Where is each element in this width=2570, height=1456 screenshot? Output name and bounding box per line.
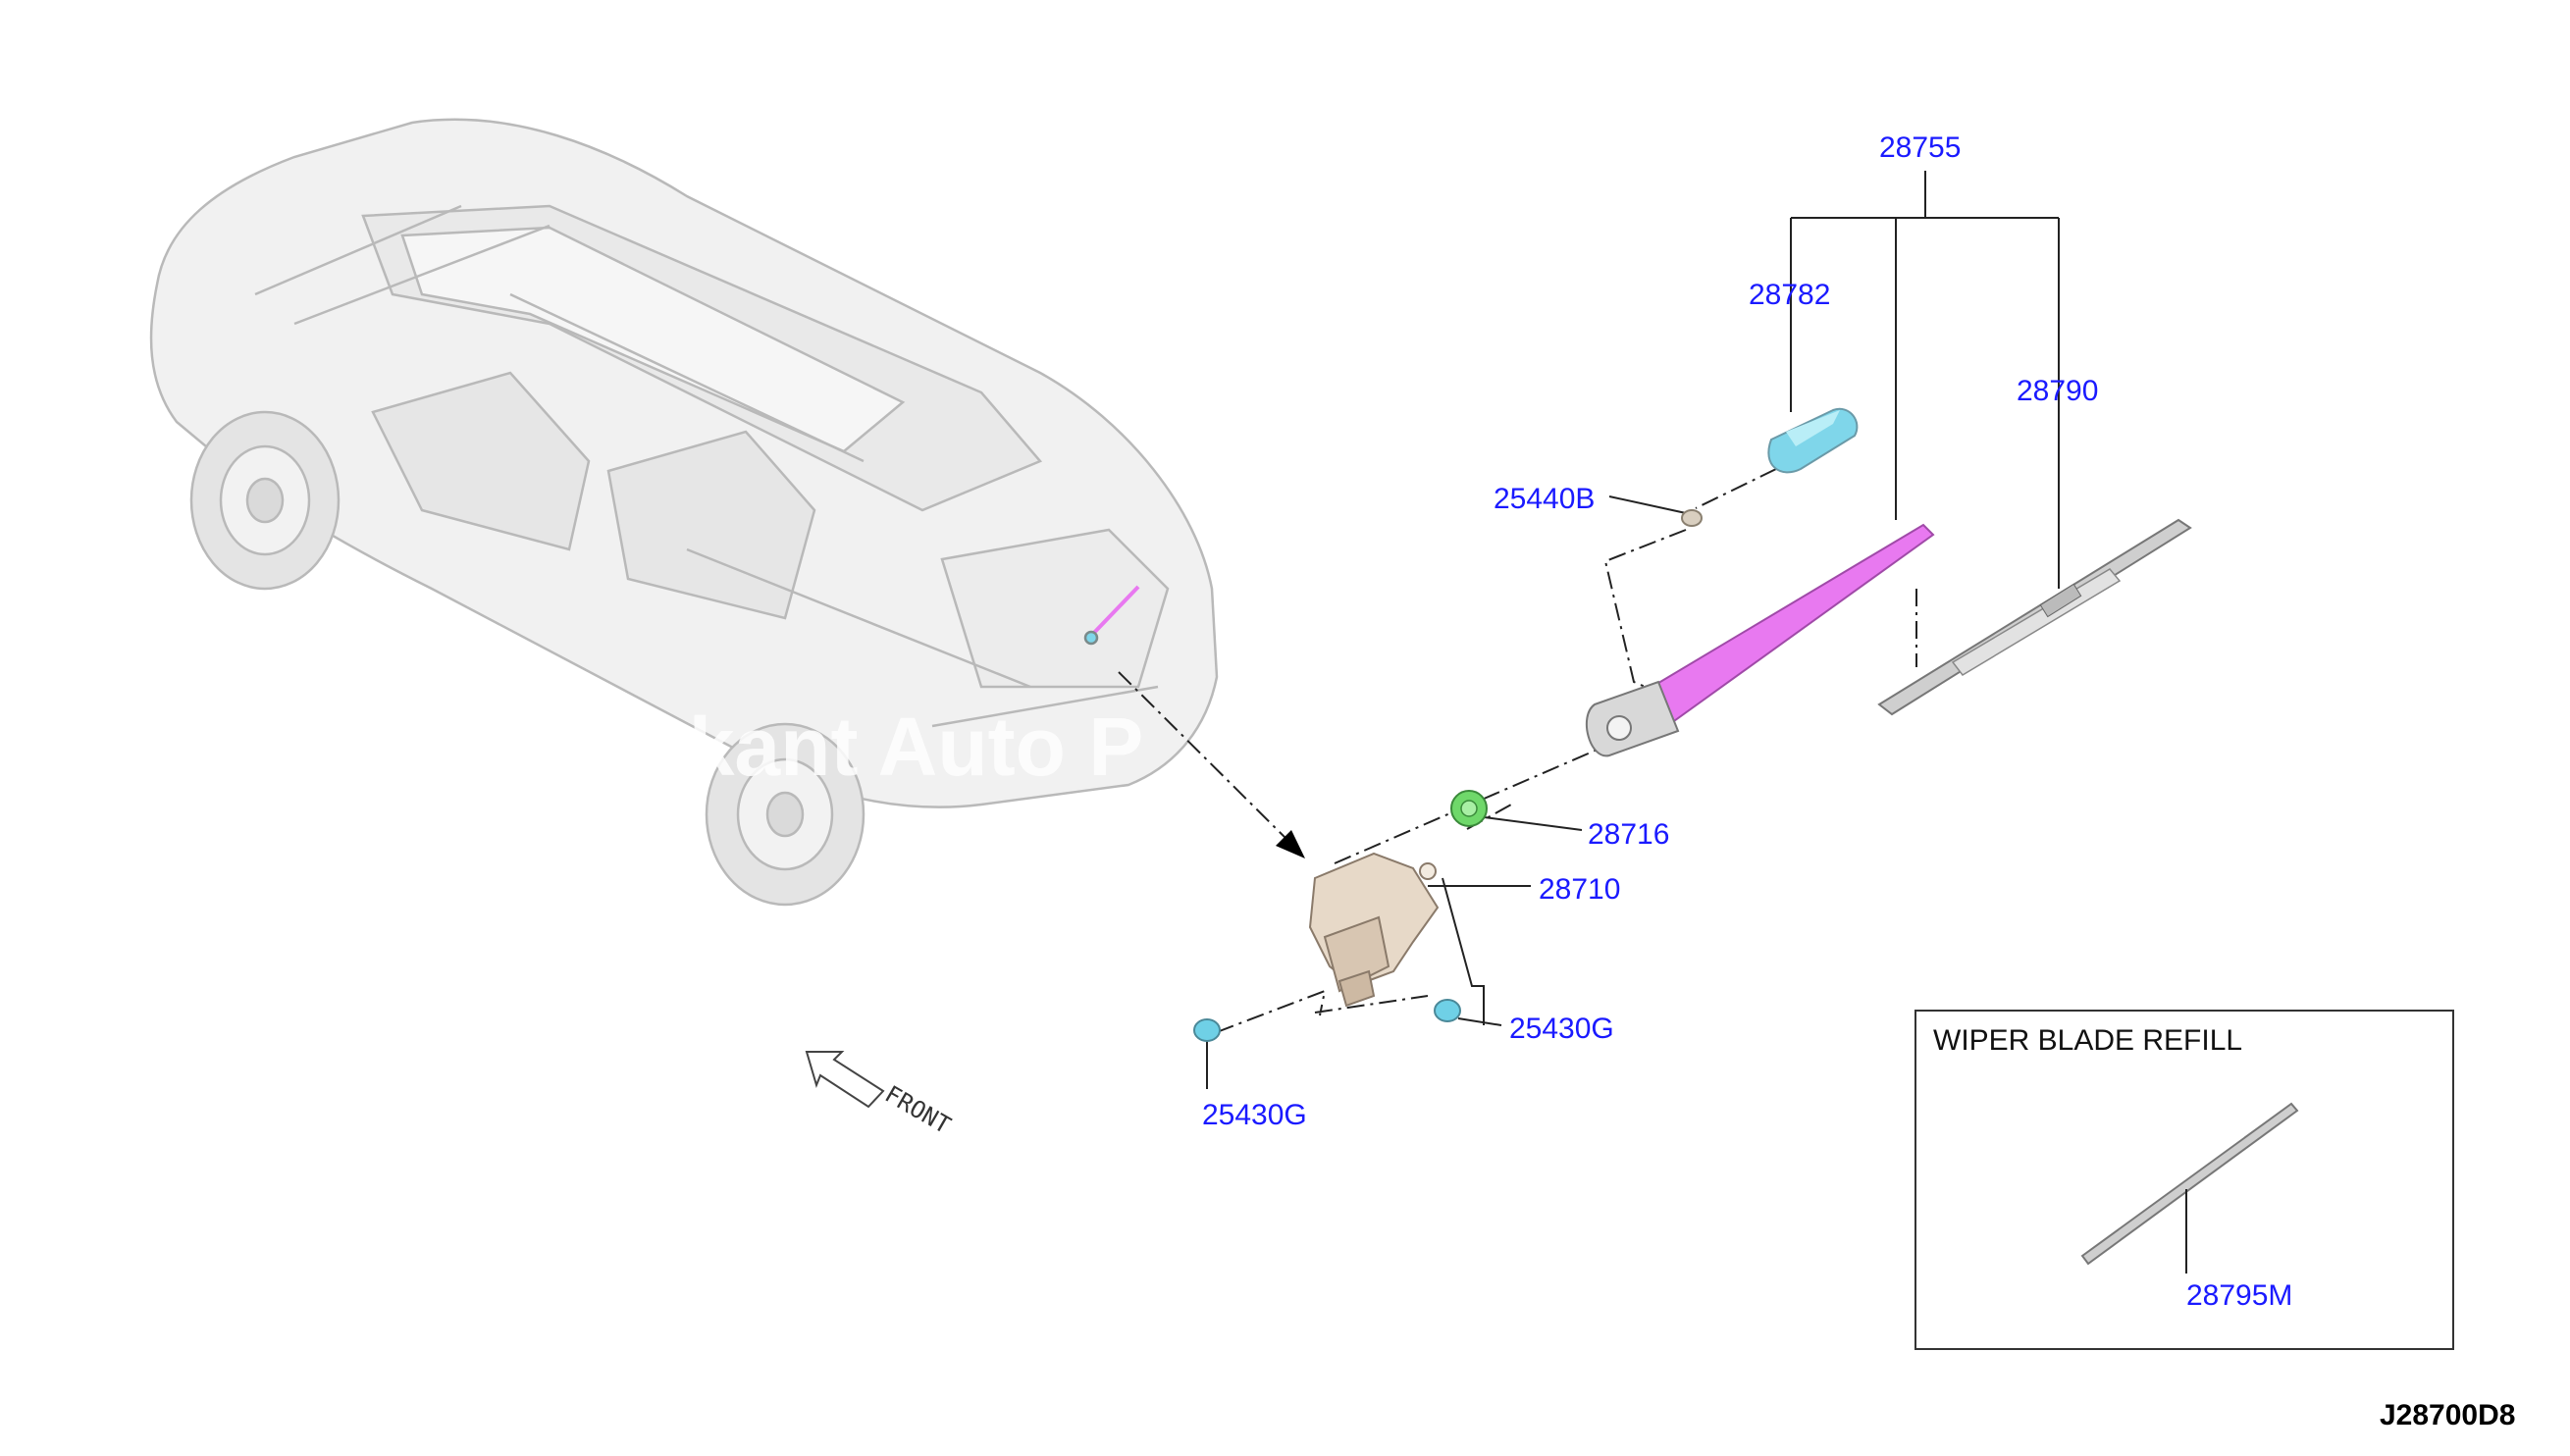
rear-wiper-arm	[1585, 523, 1935, 757]
rear-wiper-blade	[1877, 518, 2192, 716]
callout-25430g-left: 25430G	[1202, 1099, 1307, 1131]
nut-25440b	[1681, 509, 1703, 527]
callout-25430g-right: 25430G	[1509, 1013, 1614, 1045]
vehicle-illustration	[149, 118, 1219, 907]
wiper-motor-28710	[1308, 852, 1440, 1008]
callout-28755: 28755	[1879, 131, 1961, 164]
rear-wheel	[705, 722, 865, 907]
front-wheel	[189, 410, 341, 591]
callout-28795m: 28795M	[2186, 1279, 2292, 1312]
callout-25440b: 25440B	[1494, 483, 1595, 515]
seal-28716	[1450, 790, 1488, 827]
callout-28790: 28790	[2017, 375, 2098, 407]
leader-lines	[1206, 171, 2060, 1089]
front-label: FRONT	[880, 1080, 956, 1139]
front-arrow-icon: FRONT	[805, 1051, 956, 1139]
grommet-25430g-left	[1193, 1018, 1221, 1042]
refill-strip	[2080, 1102, 2299, 1266]
diagram-code: J28700D8	[2380, 1399, 2515, 1431]
wiper-arm-cap	[1767, 407, 1859, 474]
locator-arrow	[1118, 671, 1305, 858]
watermark: ckant Auto P	[643, 701, 1143, 793]
callout-28716: 28716	[1588, 818, 1669, 851]
callout-28782: 28782	[1749, 279, 1830, 311]
inset-wiper-blade-refill: WIPER BLADE REFILL 28795M	[1914, 1010, 2454, 1350]
inset-title: WIPER BLADE REFILL	[1933, 1024, 2242, 1057]
callout-28710: 28710	[1539, 873, 1620, 906]
grommet-25430g-right	[1434, 999, 1461, 1022]
